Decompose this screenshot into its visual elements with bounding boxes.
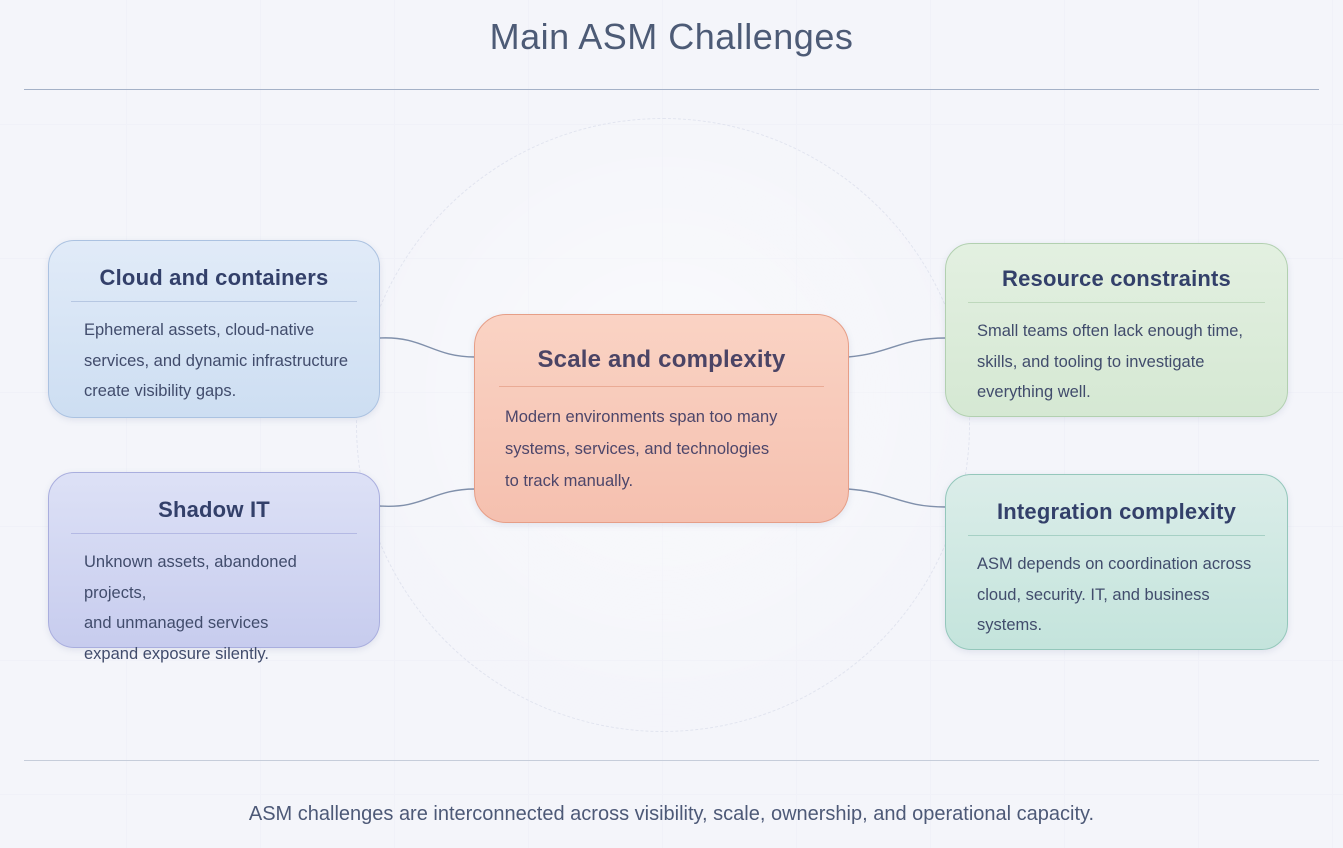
title-divider xyxy=(24,89,1319,90)
card-body-line: skills, and tooling to investigate xyxy=(977,352,1205,371)
card-body: Ephemeral assets, cloud-native services,… xyxy=(49,315,379,407)
card-heading: Scale and complexity xyxy=(537,346,786,373)
card-shadow-it: Shadow IT Unknown assets, abandoned proj… xyxy=(48,472,380,663)
connector-scale-to-resource xyxy=(847,337,947,358)
card-heading-divider xyxy=(71,533,357,534)
card-body-line: Modern environments span too many xyxy=(505,408,778,426)
card-body-line: Small teams often lack enough time, xyxy=(977,322,1243,340)
card-heading: Shadow IT xyxy=(158,497,270,522)
card-body-line: everything well. xyxy=(977,383,1091,401)
footer-caption: ASM challenges are interconnected across… xyxy=(248,803,1095,825)
card-body-line: cloud, security. IT, and business system… xyxy=(977,585,1210,635)
connector-scale-to-integration xyxy=(847,488,947,508)
card-resource-constraints: Resource constraints Small teams often l… xyxy=(945,243,1288,417)
connector-cloud-to-scale xyxy=(379,337,476,358)
card-body-line: to track manually. xyxy=(505,472,634,490)
card-heading-divider xyxy=(968,302,1265,303)
card-scale-and-complexity: Scale and complexity Modern environments… xyxy=(474,314,849,523)
card-body: Modern environments span too many system… xyxy=(475,401,848,497)
card-heading: Resource constraints xyxy=(1002,266,1231,291)
page-title: Main ASM Challenges xyxy=(489,16,854,57)
card-heading-divider xyxy=(71,301,357,302)
card-body-line: ASM depends on coordination across xyxy=(977,555,1252,573)
card-body-line: and unmanaged services xyxy=(84,614,269,632)
card-integration-complexity: Integration complexity ASM depends on co… xyxy=(945,474,1288,650)
card-body-line: expand exposure silently. xyxy=(84,644,269,663)
card-body-line: systems, services, and technologies xyxy=(505,440,770,458)
card-body-line: Unknown assets, abandoned projects, xyxy=(84,553,297,602)
card-heading-divider xyxy=(968,535,1265,536)
card-body: Unknown assets, abandoned projects, and … xyxy=(49,547,379,669)
card-body-line: create visibility gaps. xyxy=(84,382,237,400)
card-body-line: services, and dynamic infrastructure xyxy=(84,351,349,370)
card-body: Small teams often lack enough time, skil… xyxy=(946,316,1287,408)
card-heading: Integration complexity xyxy=(996,499,1237,524)
card-heading: Cloud and containers xyxy=(99,265,329,290)
card-body-line: Ephemeral assets, cloud-native xyxy=(84,321,315,339)
footer-divider xyxy=(24,760,1319,761)
card-heading-divider xyxy=(499,386,824,387)
card-cloud-and-containers: Cloud and containers Ephemeral assets, c… xyxy=(48,240,380,418)
connector-shadow-to-scale xyxy=(379,488,476,507)
card-body: ASM depends on coordination across cloud… xyxy=(946,549,1287,641)
